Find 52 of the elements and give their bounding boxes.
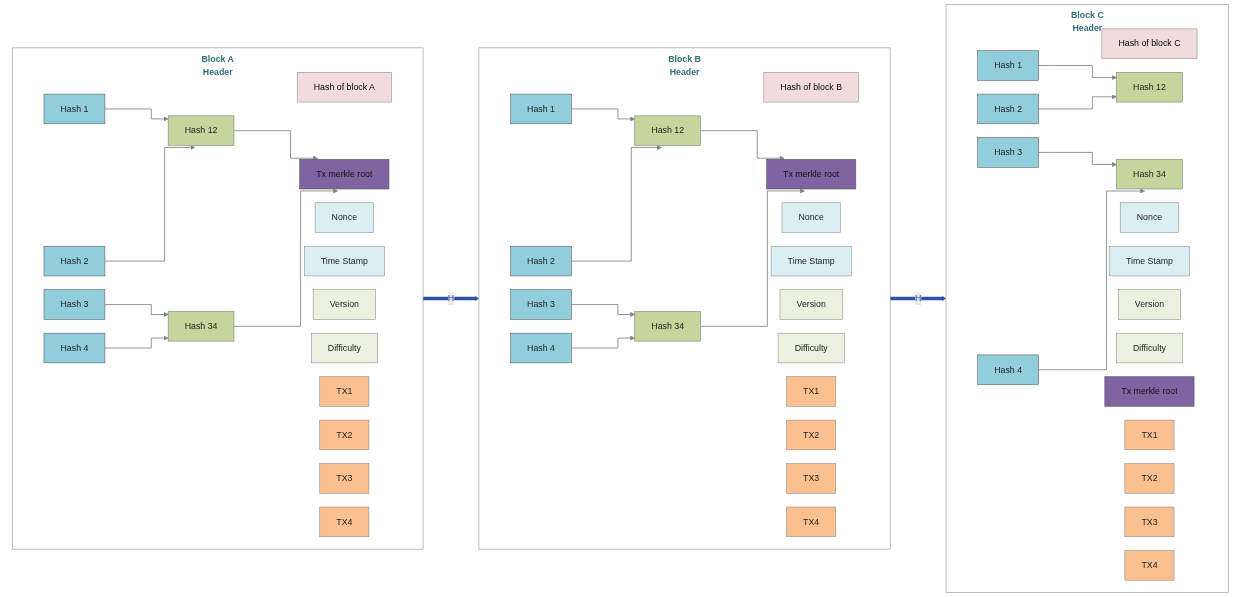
node-box: Hash of block C bbox=[1101, 28, 1198, 59]
node-box: Hash 3 bbox=[977, 137, 1039, 168]
node-box: Tx merkle root bbox=[1104, 376, 1195, 407]
node-box: Hash 4 bbox=[977, 354, 1039, 385]
edge-label: H bbox=[447, 293, 455, 303]
node-box: Nonce bbox=[1119, 202, 1179, 233]
node-box: Difficulty bbox=[1116, 332, 1183, 364]
node-box: Hash 3 bbox=[510, 289, 572, 320]
node-box: Hash 4 bbox=[43, 332, 106, 364]
node-box: Hash 1 bbox=[510, 93, 572, 125]
node-box: TX1 bbox=[786, 376, 837, 407]
node-box: Hash 1 bbox=[43, 93, 106, 125]
node-box: Hash 4 bbox=[510, 332, 572, 364]
node-box: Version bbox=[1118, 289, 1181, 320]
node-box: Tx merkle root bbox=[766, 159, 857, 190]
node-box: TX2 bbox=[1124, 463, 1175, 494]
node-box: TX3 bbox=[786, 463, 837, 494]
node-box: Hash 2 bbox=[43, 245, 106, 277]
node-box: Hash 2 bbox=[510, 245, 572, 277]
node-box: Tx merkle root bbox=[299, 159, 390, 190]
node-box: Version bbox=[779, 289, 843, 320]
arrow bbox=[423, 296, 480, 301]
node-box: Difficulty bbox=[777, 332, 845, 364]
node-box: TX4 bbox=[1124, 550, 1175, 581]
node-box: Nonce bbox=[781, 202, 841, 233]
node-box: TX4 bbox=[319, 506, 370, 538]
node-box: Hash 2 bbox=[977, 93, 1039, 125]
node-box: TX3 bbox=[1124, 506, 1175, 538]
node-box: Version bbox=[312, 289, 376, 320]
node-box: Hash 12 bbox=[167, 115, 235, 146]
node-box: Time Stamp bbox=[304, 245, 385, 277]
node-box: Time Stamp bbox=[770, 245, 852, 277]
node-box: TX3 bbox=[319, 463, 370, 494]
node-box: Hash 12 bbox=[1116, 72, 1183, 103]
node-box: TX2 bbox=[319, 419, 370, 451]
node-box: Hash of block A bbox=[296, 72, 392, 103]
node-box: Hash 3 bbox=[43, 289, 106, 320]
node-box: Hash 34 bbox=[167, 311, 235, 342]
node-box: Difficulty bbox=[311, 332, 378, 364]
node-box: TX1 bbox=[319, 376, 370, 407]
node-box: Nonce bbox=[314, 202, 374, 233]
node-box: TX2 bbox=[786, 419, 837, 451]
node-box: Hash 34 bbox=[634, 311, 701, 342]
node-box: TX1 bbox=[1124, 419, 1175, 451]
node-box: Hash 34 bbox=[1116, 159, 1183, 190]
edge-label: H bbox=[914, 293, 922, 303]
arrow bbox=[890, 296, 947, 301]
node-box: Hash of block B bbox=[763, 72, 859, 103]
node-box: TX4 bbox=[786, 506, 837, 538]
node-box: Hash 1 bbox=[977, 50, 1039, 81]
node-box: Time Stamp bbox=[1109, 245, 1190, 277]
node-box: Hash 12 bbox=[634, 115, 701, 146]
